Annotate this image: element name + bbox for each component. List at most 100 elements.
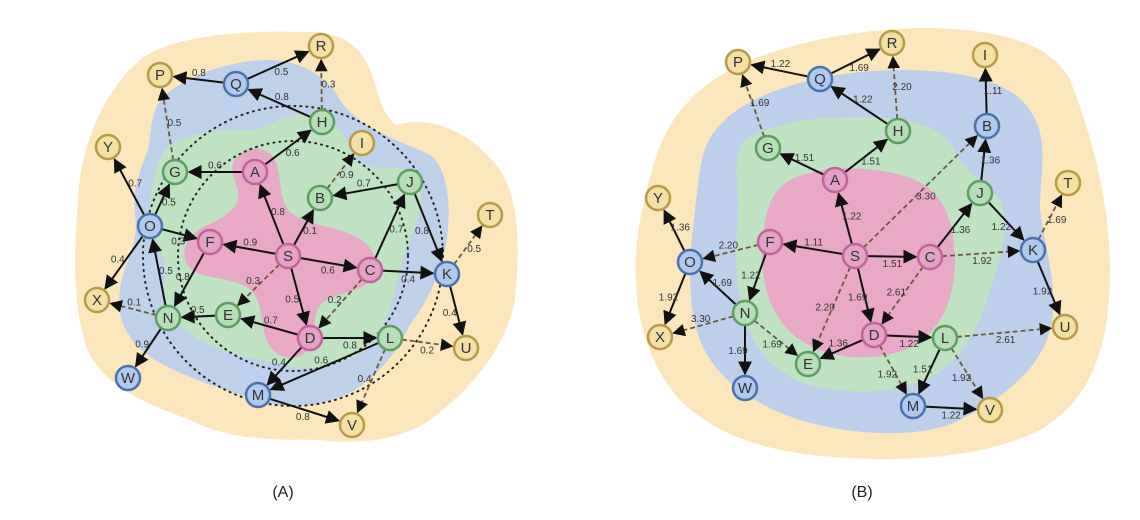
edge-L-V xyxy=(356,348,387,414)
edge-label-C-D: 2.61 xyxy=(887,287,907,298)
node-label-Q: Q xyxy=(814,71,826,88)
edge-G-P xyxy=(740,74,765,137)
node-label-A: A xyxy=(830,172,840,189)
edge-label-O-X: 1.92 xyxy=(659,292,679,303)
node-circle-Y xyxy=(94,133,122,161)
edge-label-D-E: 1.36 xyxy=(828,339,848,350)
edge-S-B xyxy=(862,134,978,249)
edge-label-K-T: 0.5 xyxy=(467,244,481,255)
node-Y: Y xyxy=(94,133,122,161)
node-label-Y: Y xyxy=(103,139,113,156)
node-circle-V xyxy=(976,396,1004,424)
edge-Q-P xyxy=(172,71,225,86)
node-H: H xyxy=(308,108,336,136)
node-circle-B xyxy=(973,112,1001,140)
edge-label-N-O: 0.5 xyxy=(159,266,173,277)
edge-G-P xyxy=(157,87,175,161)
node-label-W: W xyxy=(121,370,136,387)
edge-N-W xyxy=(134,327,163,368)
edge-C-K xyxy=(941,245,1021,259)
node-label-K: K xyxy=(442,266,452,283)
node-R: R xyxy=(307,32,335,60)
node-circle-X xyxy=(83,286,111,314)
edge-label-A-H: 1.51 xyxy=(861,157,881,168)
edge-J-K xyxy=(413,192,444,263)
edge-label-N-W: 1.69 xyxy=(728,346,748,357)
edge-S-C xyxy=(299,257,358,273)
edge-C-J xyxy=(374,193,406,260)
node-E: E xyxy=(214,301,242,329)
node-circle-Q xyxy=(806,65,834,93)
edge-N-O xyxy=(148,238,167,307)
edge-label-D-E: 0.7 xyxy=(264,315,278,326)
edge-D-E xyxy=(240,315,299,336)
node-circle-F xyxy=(196,228,224,256)
node-circle-L xyxy=(376,324,404,352)
node-circle-M xyxy=(899,392,927,420)
node-circle-N xyxy=(731,299,759,327)
edge-D-M xyxy=(266,346,303,386)
edge-label-O-F: 0.3 xyxy=(171,236,185,247)
edge-label-G-P: 0.5 xyxy=(167,118,181,129)
edge-label-J-K: 0.8 xyxy=(415,226,429,237)
node-F: F xyxy=(196,228,224,256)
edge-label-D-M: 1.92 xyxy=(878,369,898,380)
edge-A-G xyxy=(779,153,825,176)
node-circle-A xyxy=(821,166,849,194)
edge-label-H-Q: 1.22 xyxy=(853,95,873,106)
node-circle-O xyxy=(676,248,704,276)
edge-label-N-O: 1.69 xyxy=(713,278,733,289)
node-circle-G xyxy=(161,158,189,186)
node-label-D: D xyxy=(869,327,880,344)
node-circle-K xyxy=(1019,236,1047,264)
node-label-Q: Q xyxy=(230,76,242,93)
node-P: P xyxy=(724,48,752,76)
node-circle-S xyxy=(841,242,869,270)
node-H: H xyxy=(884,117,912,145)
edge-label-S-C: 1.51 xyxy=(883,259,903,270)
node-N: N xyxy=(154,304,182,332)
edge-S-F xyxy=(782,239,844,256)
edge-label-M-V: 0.8 xyxy=(296,412,310,423)
edge-J-B xyxy=(332,183,399,201)
node-label-M: M xyxy=(252,387,265,404)
edge-label-F-O: 2.20 xyxy=(719,241,739,252)
node-circle-K xyxy=(433,260,461,288)
node-P: P xyxy=(146,61,174,89)
edge-label-Q-P: 1.22 xyxy=(771,59,791,70)
panel-caption-a: (A) xyxy=(272,484,293,501)
node-circle-T xyxy=(476,201,504,229)
edge-Q-R xyxy=(246,50,310,81)
node-label-E: E xyxy=(803,356,813,373)
edge-label-O-G: 0.5 xyxy=(162,197,176,208)
edge-label-A-H: 0.6 xyxy=(286,148,300,159)
node-G: G xyxy=(161,158,189,186)
edge-H-Q xyxy=(247,88,312,119)
node-V: V xyxy=(976,396,1004,424)
edges-layer-a xyxy=(104,50,483,424)
edge-label-H-Q: 0.8 xyxy=(275,92,289,103)
edge-label-F-N: 1.22 xyxy=(741,271,761,282)
node-K: K xyxy=(433,260,461,288)
node-circle-R xyxy=(307,32,335,60)
node-circle-S xyxy=(274,242,302,270)
edge-L-M xyxy=(917,348,941,395)
edge-label-D-L: 0.8 xyxy=(343,341,357,352)
edge-label-L-M: 1.51 xyxy=(913,365,933,376)
edge-label-N-E: 1.69 xyxy=(762,339,782,350)
node-label-A: A xyxy=(250,164,260,181)
node-E: E xyxy=(794,350,822,378)
edge-label-S-F: 1.11 xyxy=(804,238,823,249)
node-K: K xyxy=(1019,236,1047,264)
node-label-I: I xyxy=(360,135,364,152)
node-A: A xyxy=(821,166,849,194)
node-G: G xyxy=(754,134,782,162)
edge-label-S-D: 0.5 xyxy=(285,294,299,305)
node-label-K: K xyxy=(1028,242,1038,259)
edge-label-Q-R: 0.5 xyxy=(274,67,288,78)
edge-label-C-K: 1.92 xyxy=(972,256,992,267)
node-L: L xyxy=(376,324,404,352)
edge-C-K xyxy=(381,265,435,280)
edge-K-T xyxy=(1037,194,1063,240)
edge-B-I xyxy=(326,153,355,190)
